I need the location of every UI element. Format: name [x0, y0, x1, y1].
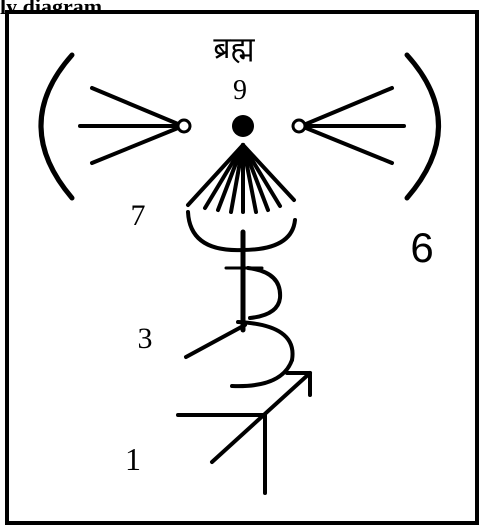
central-ray-fan: [188, 145, 294, 212]
right-parenthesis: [407, 55, 439, 198]
right-small-circle: [293, 120, 305, 132]
left-parenthesis: [41, 55, 72, 198]
label-1: 1: [125, 441, 141, 477]
label-7: 7: [131, 199, 146, 232]
coil-upper: [248, 268, 280, 318]
three-diagonal: [186, 325, 245, 357]
central-bindu-dot: [232, 115, 254, 137]
left-small-circle: [178, 120, 190, 132]
brahma-label: ब्रह्म: [213, 32, 255, 65]
coil-lower: [238, 322, 293, 360]
right-ray-fan: [306, 88, 404, 163]
label-6: 6: [410, 224, 433, 271]
label-3: 3: [138, 322, 153, 355]
label-9: 9: [233, 75, 247, 106]
bottom-arrow-glyph: [178, 373, 310, 493]
coil-hook: [232, 360, 292, 386]
left-ray-fan: [80, 88, 178, 163]
